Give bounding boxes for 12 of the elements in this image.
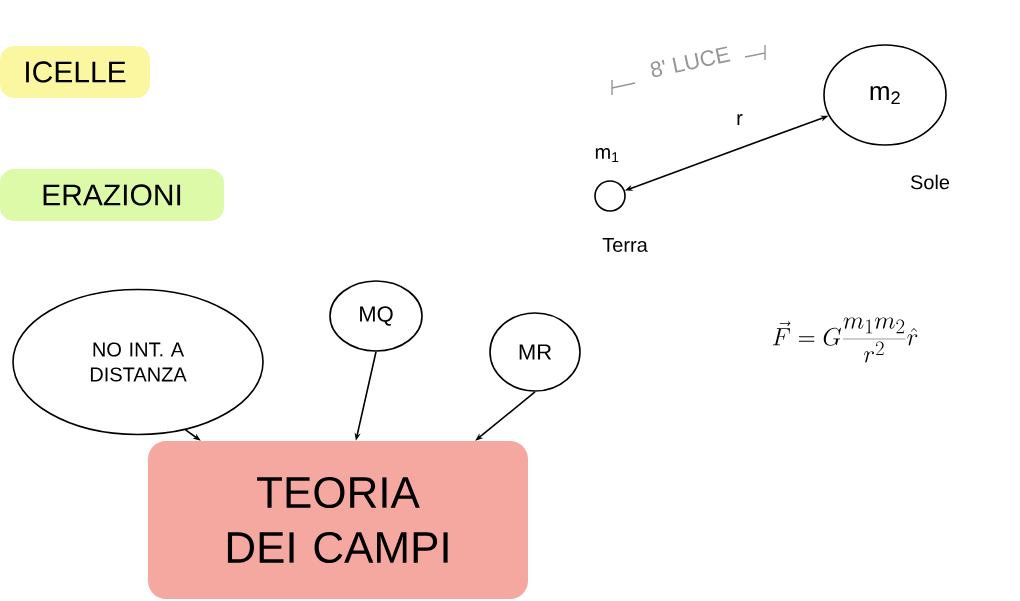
highlighted-word: ERAZIONI [0,169,224,221]
highlighted-word: ICELLE [0,46,150,98]
node-label: m$_{1}$ [595,148,619,162]
distance-note: 8' LUCE [650,46,731,77]
small-circle [594,180,626,212]
circled-label: MR [489,312,581,392]
node-label: Terra [602,238,648,252]
highlighted-title: TEORIA DEI CAMPI [148,441,528,599]
formula: $\vec{F} = G\frac{m_{1} m_{2}}{r^{2}}\hat{r}$ [772,317,918,363]
circled-label: MQ [329,280,423,352]
node-label: Sole [910,174,950,190]
edge-label: r [735,113,744,126]
